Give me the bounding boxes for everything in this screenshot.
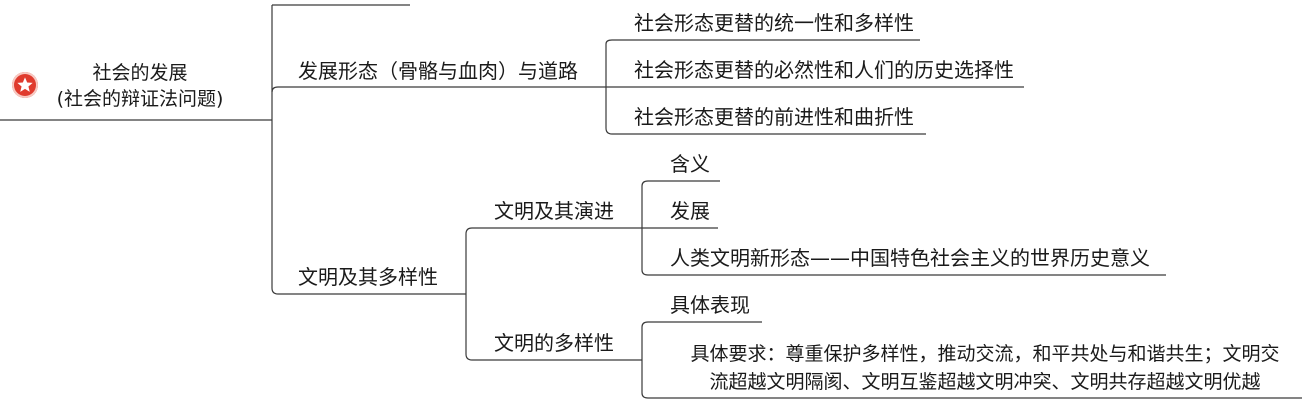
star-icon (17, 77, 33, 92)
civ-split-trunk (465, 227, 642, 361)
node-civ-branch[interactable]: 文明及其多样性 (298, 265, 438, 289)
requirement-line-2: 流超越文明隔阂、文明互鉴超越文明冲突、文明共存超越文明优越 (709, 371, 1261, 393)
form-children-trunk (605, 39, 1024, 135)
node-form-child-1[interactable]: 社会形态更替的统一性和多样性 (634, 11, 914, 35)
diversity-children-trunk (641, 321, 1302, 399)
main-trunk (271, 5, 466, 295)
node-evolution-child-2[interactable]: 发展 (670, 199, 710, 223)
star-badge-icon (12, 72, 38, 98)
root-node[interactable]: 社会的发展 (社会的辩证法问题) (40, 60, 240, 112)
requirement-line-1: 具体要求：尊重保护多样性，推动交流，和平共处与和谐共生；文明交 (690, 343, 1280, 365)
root-subtitle: (社会的辩证法问题) (56, 88, 224, 110)
node-form-child-2[interactable]: 社会形态更替的必然性和人们的历史选择性 (634, 58, 1014, 82)
node-evolution-child-3[interactable]: 人类文明新形态——中国特色社会主义的世界历史意义 (670, 246, 1150, 270)
root-title: 社会的发展 (92, 62, 188, 84)
node-diversity-child-1[interactable]: 具体表现 (670, 293, 750, 317)
evolution-children-trunk (641, 180, 1166, 276)
node-evolution[interactable]: 文明及其演进 (494, 199, 614, 223)
node-form-branch[interactable]: 发展形态（骨骼与血肉）与道路 (298, 59, 578, 83)
form-branch-line (271, 86, 606, 93)
node-diversity-requirement[interactable]: 具体要求：尊重保护多样性，推动交流，和平共处与和谐共生；文明交 流超越文明隔阂、… (668, 340, 1302, 396)
node-diversity[interactable]: 文明的多样性 (494, 331, 614, 355)
node-form-child-3[interactable]: 社会形态更替的前进性和曲折性 (634, 105, 914, 129)
node-evolution-child-1[interactable]: 含义 (670, 152, 710, 176)
